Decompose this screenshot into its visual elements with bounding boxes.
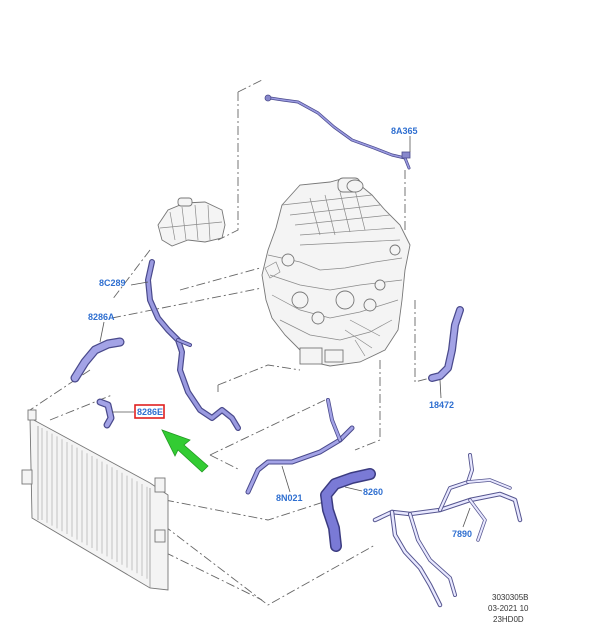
callout-8C289: 8C289 — [99, 278, 126, 288]
callout-8286E: 8286E — [137, 407, 163, 417]
callout-8N021: 8N021 — [276, 493, 303, 503]
radiator-fins — [41, 428, 148, 579]
hose-assembly-7890 — [372, 453, 523, 608]
ref-line-2: 03-2021 10 — [488, 604, 529, 613]
callout-8286A: 8286A — [88, 312, 115, 322]
green-pointer-arrow — [161, 429, 209, 473]
hose-8N021 — [245, 398, 355, 495]
hose-8C289 — [145, 259, 241, 431]
hose-8286E — [96, 398, 115, 429]
callout-7890: 7890 — [452, 529, 472, 539]
radiator — [21, 409, 169, 591]
engine-assembly — [261, 177, 411, 367]
leader-lines — [99, 136, 471, 528]
coolant-reservoir — [157, 197, 226, 247]
ref-line-3: 23HD0D — [493, 615, 524, 624]
callout-labels: 8A365 8C289 8286A 8286E 18472 8N021 8260… — [88, 126, 472, 539]
hose-8260 — [320, 468, 376, 552]
callout-8A365: 8A365 — [391, 126, 418, 136]
ref-line-1: 3030305B — [492, 593, 528, 602]
hose-18472 — [428, 306, 464, 382]
callout-8260: 8260 — [363, 487, 383, 497]
hose-8A365 — [264, 94, 411, 170]
callout-18472: 18472 — [429, 400, 454, 410]
hose-8286A — [70, 337, 125, 383]
reference-code: 3030305B 03-2021 10 23HD0D — [488, 593, 529, 624]
highlight-box — [134, 404, 165, 419]
